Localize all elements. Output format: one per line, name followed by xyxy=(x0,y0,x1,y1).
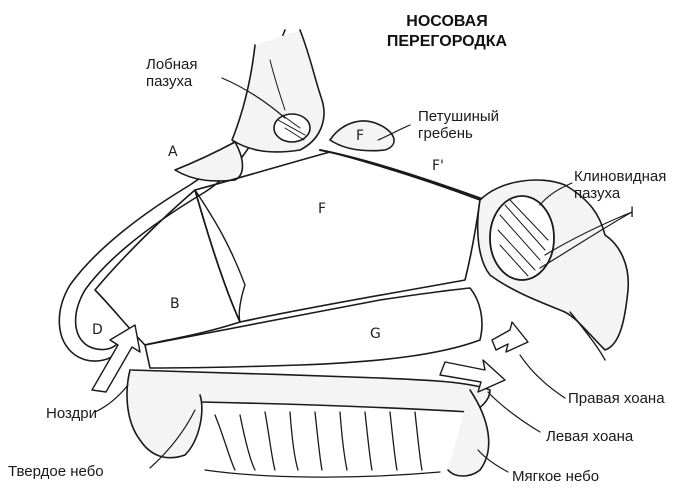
label-frontal-sinus-line2: пазуха xyxy=(146,73,198,90)
letter-G: G xyxy=(370,326,381,342)
letter-D: D xyxy=(92,322,103,338)
vomer-G xyxy=(145,288,482,368)
septal-cartilage-B xyxy=(95,190,240,345)
right-choana-arrow xyxy=(492,322,528,352)
leader-right-choana xyxy=(520,355,565,398)
title-line-2: ПЕРЕГОРОДКА xyxy=(362,32,532,52)
label-crista-galli-line2: гребень xyxy=(418,125,499,142)
label-hard-palate: Твердое небо xyxy=(8,463,104,480)
letter-B: B xyxy=(170,296,180,312)
upper-teeth xyxy=(205,412,440,477)
label-crista-galli-line1: Петушиный xyxy=(418,108,499,125)
label-left-choana: Левая хоана xyxy=(546,428,633,445)
letter-F-main: F xyxy=(318,201,326,217)
letter-F-prime: F' xyxy=(432,158,444,174)
label-soft-palate: Мягкое небо xyxy=(512,468,599,485)
leader-left-choana xyxy=(488,392,540,432)
label-frontal-sinus: Лобная пазуха xyxy=(146,56,198,90)
nasal-bone-A xyxy=(175,142,243,181)
label-frontal-sinus-line1: Лобная xyxy=(146,56,198,73)
label-right-choana: Правая хоана xyxy=(568,390,665,407)
label-sphenoid-sinus-line1: Клиновидная xyxy=(574,168,666,185)
perpendicular-plate-F xyxy=(195,152,480,322)
title-line-1: НОСОВАЯ xyxy=(362,12,532,32)
label-nostrils: Ноздри xyxy=(46,405,97,422)
diagram-title: НОСОВАЯ ПЕРЕГОРОДКА xyxy=(362,12,532,52)
label-sphenoid-sinus: Клиновидная пазуха xyxy=(574,168,666,202)
letter-A: A xyxy=(168,144,178,160)
label-sphenoid-sinus-line2: пазуха xyxy=(574,185,666,202)
letter-I: I xyxy=(630,205,634,221)
sphenoid-sinus xyxy=(490,196,554,280)
label-crista-galli: Петушиный гребень xyxy=(418,108,499,142)
letter-F-crest: F xyxy=(356,128,364,144)
